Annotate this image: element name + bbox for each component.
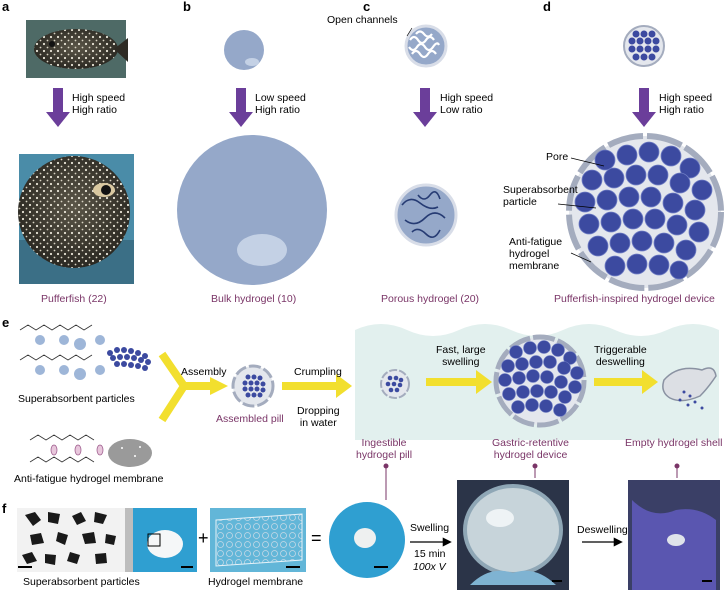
empty-hydrogel-shell xyxy=(662,367,717,410)
superabsorbent-powder-photo xyxy=(133,508,197,572)
ingestible-pill-label: Ingestible hydrogel pill xyxy=(356,437,413,462)
plus-sign: + xyxy=(198,528,209,548)
swollen-device-photo xyxy=(457,480,569,590)
time-label: 15 min xyxy=(414,548,446,560)
hydrogel-membrane-photo xyxy=(210,508,306,572)
membrane-label: Anti-fatigue hydrogel membrane xyxy=(509,236,563,273)
crumpling-arrow xyxy=(282,374,352,398)
device-small xyxy=(623,25,665,67)
panel-label-c: c xyxy=(363,0,371,14)
membrane-structure-label: Anti-fatigue hydrogel membrane xyxy=(14,473,164,485)
caption-pufferfish: Pufferfish (22) xyxy=(41,293,107,305)
row3-membrane-label: Hydrogel membrane xyxy=(208,576,304,588)
equals-sign: = xyxy=(311,528,322,548)
panel-label-a: a xyxy=(2,0,10,14)
swelling-arrow xyxy=(426,370,492,394)
porous-hydrogel-large xyxy=(394,183,458,247)
crumpling-label: Crumpling xyxy=(294,366,342,378)
superabsorbent-particles-label: Superabsorbent particles xyxy=(18,393,135,405)
volume-label: 100x V xyxy=(413,561,446,573)
process-arrow-a xyxy=(46,88,70,127)
caption-bulk-hydrogel: Bulk hydrogel (10) xyxy=(211,293,297,305)
ingestible-pill xyxy=(380,369,410,399)
process-arrow-c xyxy=(413,88,437,127)
triggerable-deswelling-label: Triggerable deswelling xyxy=(594,344,647,369)
deswollen-shell-photo xyxy=(628,480,720,590)
open-channels-label: Open channels xyxy=(327,14,398,26)
zoom-connector xyxy=(125,508,133,572)
pufferfish-inflated-photo xyxy=(18,154,134,284)
deswelling-label: Deswelling xyxy=(577,524,628,536)
swelling-label: Swelling xyxy=(410,522,450,534)
process-arrow-d xyxy=(632,88,656,127)
ingestible-pill-photo xyxy=(329,502,405,578)
assembled-pill xyxy=(231,364,275,408)
caption-device: Pufferfish-inspired hydrogel device xyxy=(554,293,715,305)
device-large xyxy=(557,133,724,291)
membrane-chemical-structure xyxy=(29,434,104,463)
bulk-hydrogel-large xyxy=(177,135,327,285)
assembly-label: Assembly xyxy=(181,366,227,378)
superabsorbent-particle-label: Superabsorbent particle xyxy=(503,184,578,209)
dropping-label: Dropping in water xyxy=(297,405,340,430)
assembled-pill-label: Assembled pill xyxy=(216,413,284,425)
assembly-arrow xyxy=(158,351,212,423)
gastric-device-label: Gastric-retentive hydrogel device xyxy=(492,437,570,462)
panel-label-b: b xyxy=(183,0,191,14)
pore-label: Pore xyxy=(546,151,569,163)
fast-swelling-label: Fast, large swelling xyxy=(436,344,486,369)
caption-porous-hydrogel: Porous hydrogel (20) xyxy=(381,293,480,305)
porous-hydrogel-small xyxy=(404,24,448,68)
leader-lines xyxy=(383,463,680,500)
superabsorbent-particles-photo xyxy=(17,508,125,572)
particle-cluster xyxy=(107,347,151,371)
row3-particles-label: Superabsorbent particles xyxy=(23,576,140,588)
deswelling-arrow xyxy=(594,370,658,394)
panel-label-f: f xyxy=(2,501,7,516)
arrow-label-a: High speed High ratio xyxy=(72,92,126,117)
empty-shell-label: Empty hydrogel shell xyxy=(625,437,723,449)
arrow-label-b: Low speed High ratio xyxy=(255,92,306,117)
panel-label-d: d xyxy=(543,0,551,14)
process-arrow-b xyxy=(229,88,253,127)
superabsorbent-chemical-structure xyxy=(19,324,105,380)
pufferfish-small-photo xyxy=(26,20,128,78)
arrow-label-d: High speed High ratio xyxy=(659,92,713,117)
bulk-hydrogel-small xyxy=(224,30,264,70)
panel-label-e: e xyxy=(2,315,10,330)
gastric-retentive-device xyxy=(493,334,587,428)
membrane-disc xyxy=(108,439,152,467)
arrow-label-c: High speed Low ratio xyxy=(440,92,494,117)
